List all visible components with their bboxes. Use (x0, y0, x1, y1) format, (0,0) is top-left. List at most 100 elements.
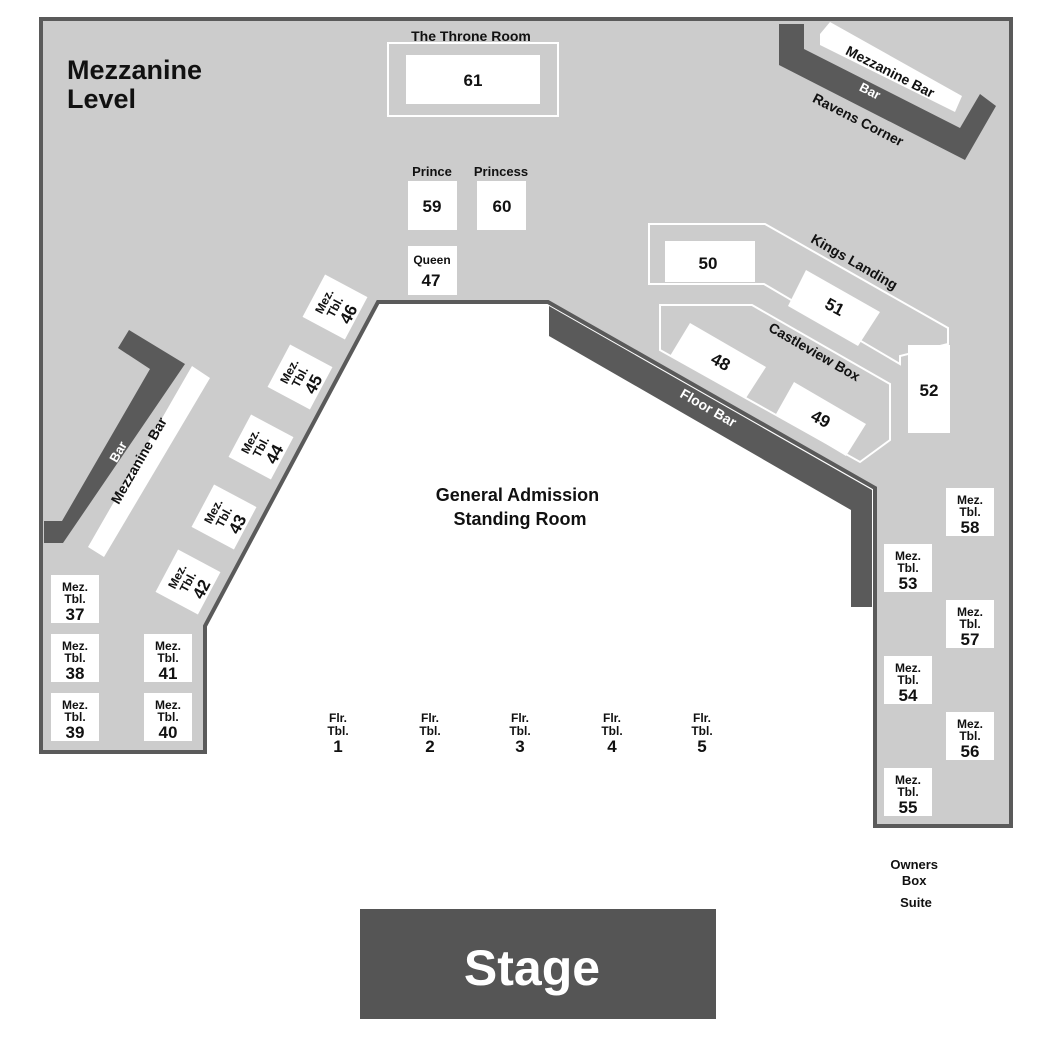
mez-table-box (228, 414, 294, 480)
level-title: Mezzanine Level (67, 55, 210, 114)
mez-table-box (302, 274, 368, 340)
mez-table[interactable]: Mez.Tbl.39 (51, 693, 99, 742)
mez-table-prefix-2: Tbl. (157, 651, 178, 665)
floor-bar-counter (549, 306, 872, 607)
table-50-number: 50 (699, 254, 718, 273)
mez-table-box (946, 488, 994, 536)
mez-table[interactable]: Mez.Tbl.38 (51, 634, 99, 683)
mez-table-prefix-2: Tbl. (897, 785, 918, 799)
mez-table[interactable]: Mez.Tbl.40 (144, 693, 192, 742)
floor-table-number: 1 (333, 737, 342, 756)
mez-table-number: 57 (961, 630, 980, 649)
mez-table-box (191, 484, 257, 550)
mez-table-prefix-2: Tbl. (64, 651, 85, 665)
table-60[interactable]: 60 (477, 181, 526, 230)
floor-table[interactable]: Flr.Tbl.3 (509, 711, 530, 756)
stage: Stage (360, 909, 716, 1019)
mez-table-box (946, 712, 994, 760)
table-50[interactable]: 50 (665, 241, 755, 282)
throne-room-label: The Throne Room (411, 28, 531, 44)
mez-table[interactable]: Mez.Tbl.43 (191, 484, 258, 550)
left-bar-counter (44, 330, 185, 543)
mez-table[interactable]: Mez.Tbl.56 (946, 712, 994, 761)
mez-table-number: 55 (899, 798, 918, 817)
table-47[interactable]: Queen 47 (408, 246, 457, 295)
mez-table-prefix-2: Tbl. (959, 729, 980, 743)
table-59[interactable]: 59 (408, 181, 457, 230)
mez-table-number: 54 (899, 686, 918, 705)
floor-table[interactable]: Flr.Tbl.1 (327, 711, 348, 756)
mez-table-prefix-2: Tbl. (157, 710, 178, 724)
mez-table-number: 53 (899, 574, 918, 593)
mez-table-prefix-1: Mez. (155, 639, 181, 653)
table-61-number: 61 (464, 71, 483, 90)
mez-table-box (884, 656, 932, 704)
mez-table[interactable]: Mez.Tbl.45 (267, 344, 334, 410)
floor-table-prefix-2: Tbl. (601, 724, 622, 738)
floor-table[interactable]: Flr.Tbl.4 (601, 711, 622, 756)
floor-table[interactable]: Flr.Tbl.5 (691, 711, 712, 756)
mez-table-prefix-2: Tbl. (64, 592, 85, 606)
floor-table-prefix-1: Flr. (603, 711, 621, 725)
table-51[interactable]: 51 (788, 270, 880, 346)
mezzanine-floor (39, 17, 1013, 828)
mez-table-prefix-1: Mez. (957, 493, 983, 507)
mez-table-box (51, 575, 99, 623)
mez-table[interactable]: Mez.Tbl.54 (884, 656, 932, 705)
mez-table-number: 39 (66, 723, 85, 742)
mez-table-box (144, 693, 192, 741)
mez-table[interactable]: Mez.Tbl.53 (884, 544, 932, 593)
mez-table-prefix-2: Tbl. (64, 710, 85, 724)
mez-table[interactable]: Mez.Tbl.57 (946, 600, 994, 649)
mez-table-prefix-1: Mez. (62, 639, 88, 653)
castleview-box-outline (659, 304, 891, 464)
mez-table-prefix-1: Mez. (895, 661, 921, 675)
floor-table-prefix-1: Flr. (511, 711, 529, 725)
mez-table-prefix-1: Mez. (62, 698, 88, 712)
mez-table[interactable]: Mez.Tbl.55 (884, 768, 932, 817)
floor-table-prefix-2: Tbl. (509, 724, 530, 738)
mez-table-number: 58 (961, 518, 980, 537)
prince-label: Prince (412, 164, 452, 179)
floor-table[interactable]: Flr.Tbl.2 (419, 711, 440, 756)
mez-table-box (144, 634, 192, 682)
kings-landing-outline (648, 223, 949, 366)
table-52[interactable]: 52 (908, 345, 950, 433)
mez-table-number: 37 (66, 605, 85, 624)
throne-room-box (387, 42, 559, 117)
floor-table-prefix-2: Tbl. (419, 724, 440, 738)
mezzanine-bar-top-strip (820, 22, 962, 112)
table-60-number: 60 (493, 197, 512, 216)
floor-table-prefix-1: Flr. (329, 711, 347, 725)
floor-table-prefix-1: Flr. (693, 711, 711, 725)
mezzanine-tables: Mez.Tbl.37Mez.Tbl.38Mez.Tbl.39Mez.Tbl.40… (51, 274, 994, 817)
mez-table[interactable]: Mez.Tbl.37 (51, 575, 99, 624)
mez-table-box (946, 600, 994, 648)
stage-block (360, 909, 716, 1019)
mez-table-box (155, 549, 221, 615)
table-61[interactable]: 61 (406, 55, 540, 104)
general-admission-label: General Admission Standing Room (436, 485, 604, 529)
mez-table-box (884, 544, 932, 592)
table-48[interactable]: 48 (670, 323, 766, 398)
mez-table-number: 41 (159, 664, 178, 683)
mez-table[interactable]: Mez.Tbl.58 (946, 488, 994, 537)
floor-table-prefix-2: Tbl. (691, 724, 712, 738)
floor-table-prefix-2: Tbl. (327, 724, 348, 738)
mez-table-box (267, 344, 333, 410)
mez-table-prefix-1: Mez. (895, 773, 921, 787)
mez-table-box (884, 768, 932, 816)
princess-label: Princess (474, 164, 528, 179)
floor-table-number: 3 (515, 737, 524, 756)
floor-table-number: 4 (607, 737, 617, 756)
mez-table[interactable]: Mez.Tbl.41 (144, 634, 192, 683)
mez-table-prefix-2: Tbl. (897, 561, 918, 575)
mez-table[interactable]: Mez.Tbl.46 (302, 274, 369, 340)
mez-table-prefix-2: Tbl. (959, 505, 980, 519)
mez-table[interactable]: Mez.Tbl.42 (155, 549, 222, 615)
table-47-number: 47 (422, 271, 441, 290)
table-49[interactable]: 49 (776, 382, 866, 456)
ravens-corner-bar-counter (779, 24, 996, 160)
owners-box-suite[interactable]: Owners Box Suite (890, 857, 941, 910)
